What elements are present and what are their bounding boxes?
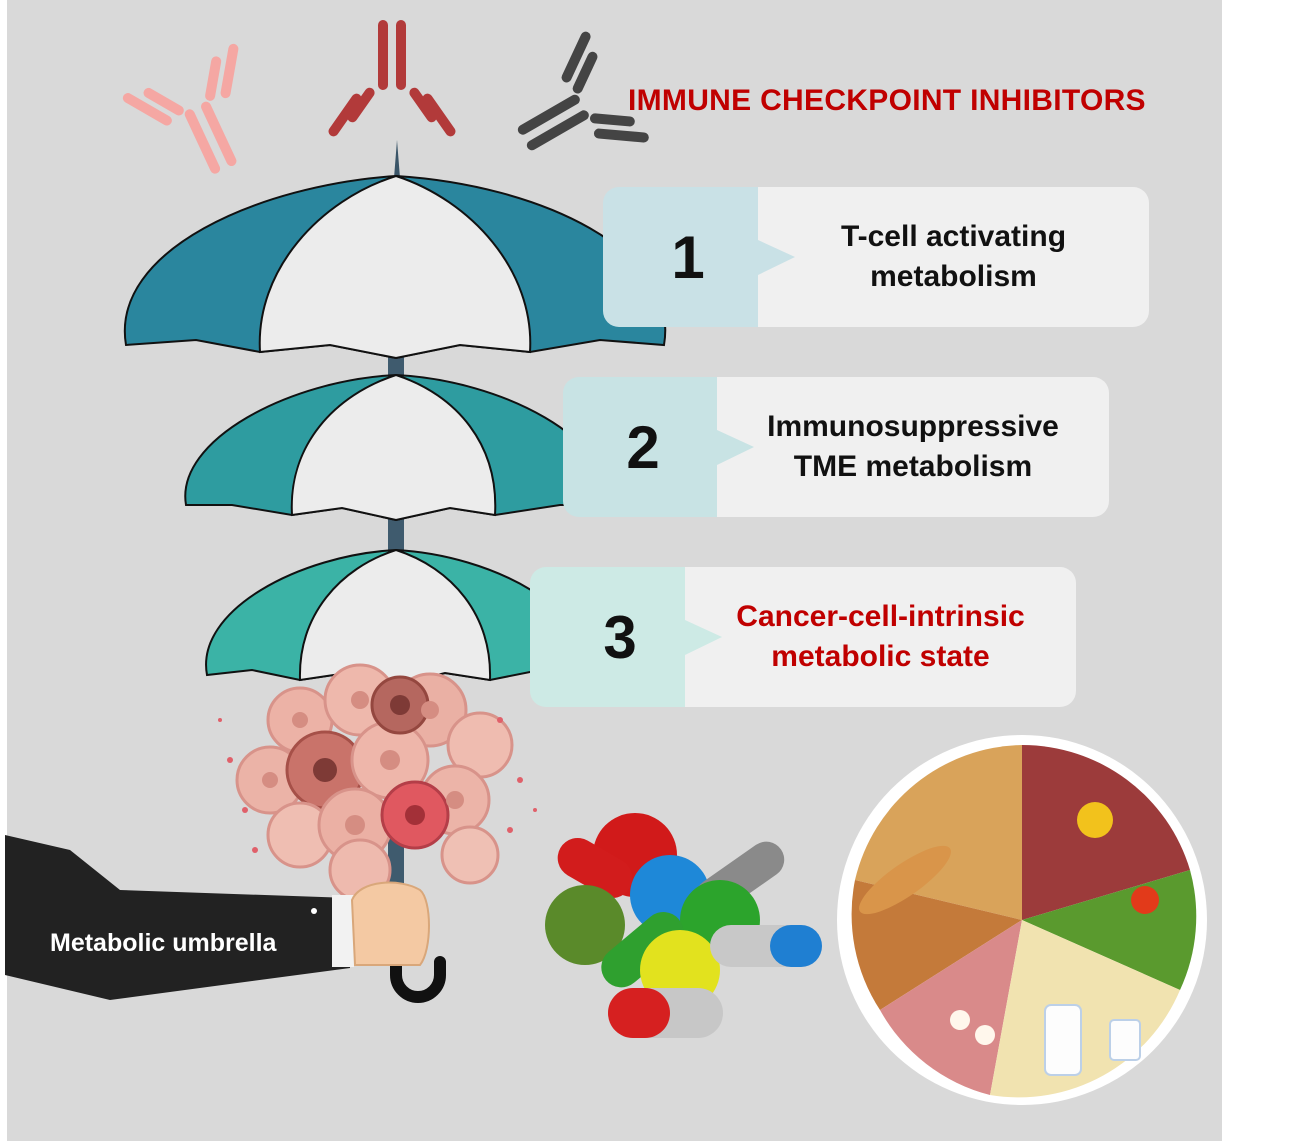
card-number: 1 <box>671 223 705 291</box>
hand-icon <box>5 835 430 1000</box>
card-tab <box>563 377 733 517</box>
card-box: Cancer-cell-intrinsic metabolic state <box>685 567 1076 707</box>
antibody-icon-pink <box>122 43 239 174</box>
umbrella-top <box>123 174 667 360</box>
pills-icon <box>545 813 822 1038</box>
card-tab <box>530 567 700 707</box>
card-box: T-cell activating metabolism <box>758 187 1149 327</box>
antibody-icon-dark <box>517 31 649 151</box>
card-3: 3 Cancer-cell-intrinsic metabolic state <box>530 567 1076 707</box>
umbrella-bottom <box>205 548 587 687</box>
food-plate-icon <box>837 735 1207 1105</box>
antibody-icon-red <box>328 20 456 137</box>
card-1: 1 T-cell activating metabolism <box>603 187 1149 327</box>
card-2: 2 Immunosuppressive TME metabolism <box>563 377 1109 517</box>
card-number: 2 <box>626 413 660 481</box>
card-label: Cancer-cell-intrinsic metabolic state <box>736 600 1025 673</box>
card-tab <box>603 187 773 327</box>
card-label: Immunosuppressive TME metabolism <box>767 410 1059 483</box>
card-label: T-cell activating metabolism <box>840 220 1067 293</box>
card-box: Immunosuppressive TME metabolism <box>717 377 1109 517</box>
umbrella-middle <box>184 373 608 522</box>
tumor-cells-icon <box>218 663 537 902</box>
title: IMMUNE CHECKPOINT INHIBITORS <box>628 84 1146 117</box>
metabolic-umbrella-label: Metabolic umbrella <box>50 929 277 957</box>
card-number: 3 <box>603 603 637 671</box>
